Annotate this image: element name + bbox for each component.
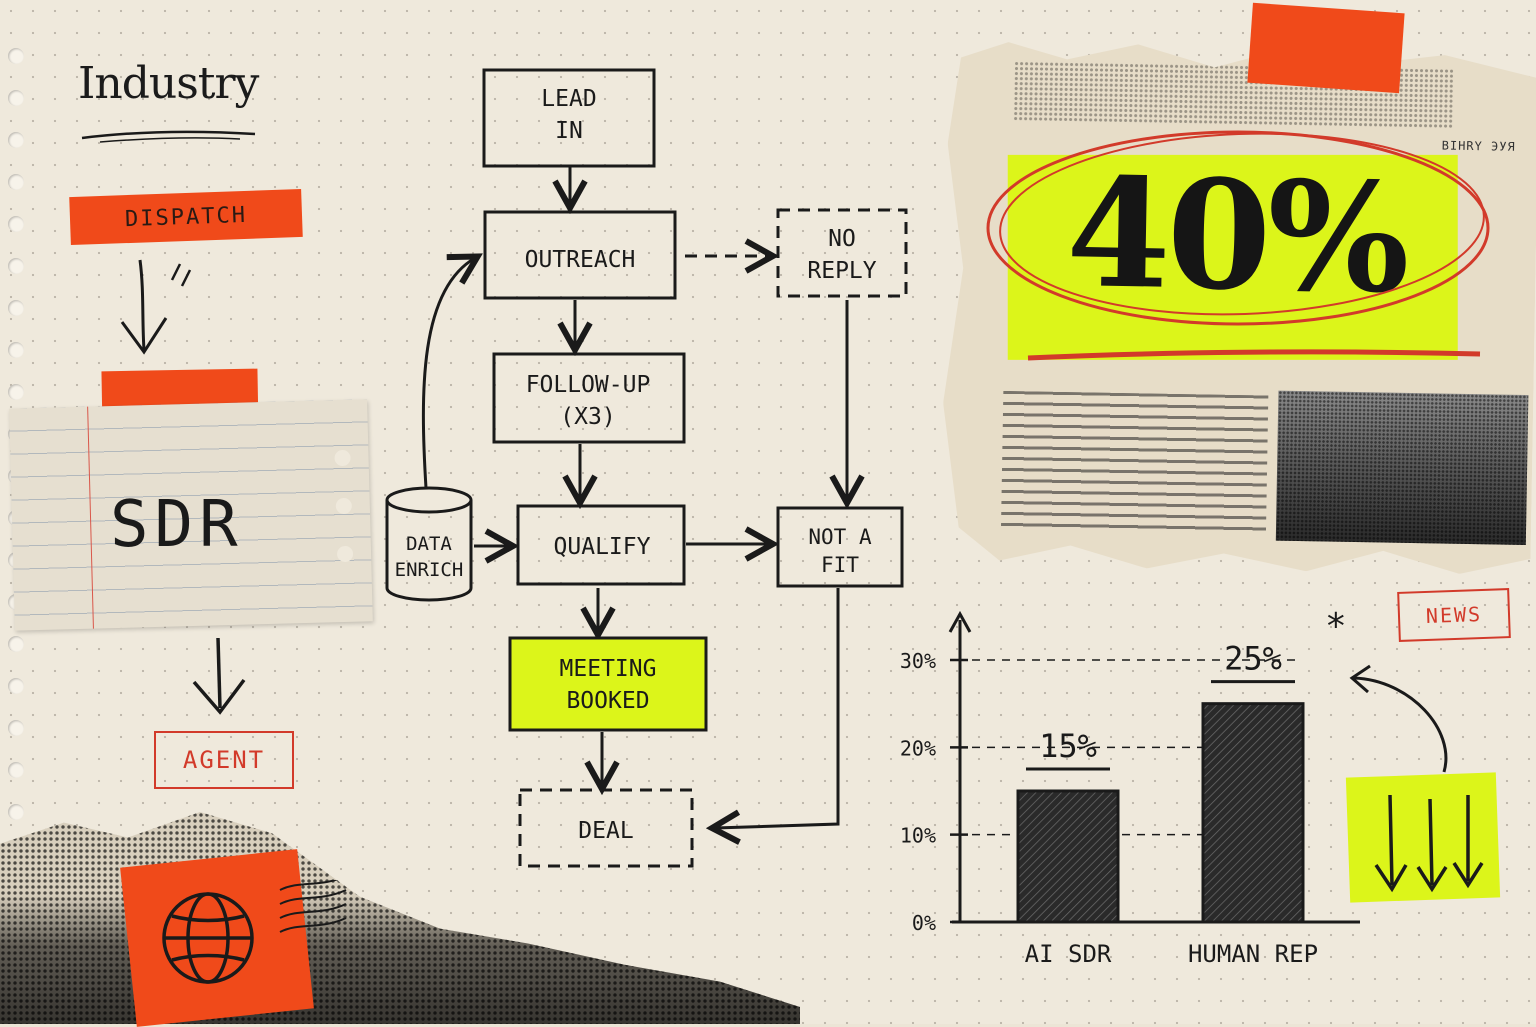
chart-y-tick-label: 20%: [900, 736, 936, 760]
chart-category-label: HUMAN REP: [1188, 940, 1318, 968]
flow-lead-in-line1: LEAD: [541, 86, 596, 112]
orange-tape: [1247, 2, 1405, 94]
chart-data-label: 25%: [1224, 640, 1282, 678]
flow-node-follow-up: [492, 352, 686, 444]
flow-no-reply-line2: REPLY: [807, 258, 876, 284]
flow-not-a-fit-line1: NOT A: [808, 525, 872, 549]
flow-no-reply-line1: NO: [828, 226, 856, 252]
flow-data-enrich-line1: DATA: [406, 533, 452, 555]
bar-chart: * 0% 10% 20% 30% 15% AI SDR 25% HUMAN REP: [900, 606, 1360, 968]
dispatch-tape-label: DISPATCH: [69, 188, 303, 246]
chart-y-tick-label: 0%: [912, 911, 936, 935]
flow-data-enrich-line2: ENRICH: [395, 559, 464, 581]
flow-not-a-fit-line2: FIT: [821, 553, 859, 577]
agent-stamp: AGENT: [154, 731, 294, 789]
article-text-lines: [1001, 391, 1268, 536]
flow-meeting-booked-line1: MEETING: [560, 656, 657, 682]
flow-follow-up-line1: FOLLOW-UP: [526, 372, 651, 398]
flow-node-data-enrich: [385, 486, 473, 602]
down-arrow-icon: [192, 637, 246, 715]
chart-category-label: AI SDR: [1025, 940, 1112, 968]
flow-meeting-booked-line2: BOOKED: [566, 688, 649, 714]
news-stamp: NEWS: [1397, 588, 1511, 642]
red-circle-annotation: [986, 130, 1490, 361]
chart-data-label: 15%: [1039, 727, 1097, 765]
industrial-photo: [1276, 391, 1529, 545]
flow-deal-label: DEAL: [578, 818, 633, 844]
sdr-label: SDR: [110, 488, 244, 562]
flow-qualify-label: QUALIFY: [554, 534, 651, 560]
chart-bar-human-rep: [1201, 702, 1305, 924]
flow-follow-up-line2: (X3): [560, 404, 615, 430]
brand-underline: [81, 130, 256, 143]
chart-y-tick-label: 30%: [900, 649, 936, 673]
flow-outreach-label: OUTREACH: [525, 247, 636, 273]
sales-flowchart: LEAD IN OUTREACH NO REPLY FOLLOW-UP (X3)…: [385, 68, 908, 868]
flow-node-meeting-booked: [508, 636, 708, 732]
globe-icon: [162, 880, 347, 984]
down-arrow-icon: [120, 259, 192, 355]
flow-node-deal: [518, 788, 694, 868]
chart-bar-ai-sdr: [1016, 789, 1120, 924]
brand-logo: Industry: [78, 58, 259, 109]
chart-annotation-asterisk: *: [1325, 606, 1347, 647]
chart-y-tick-label: 10%: [900, 824, 936, 848]
down-arrows-icon: [1374, 794, 1484, 893]
flow-node-outreach: [483, 210, 677, 300]
curved-arrow-icon: [1349, 664, 1448, 773]
flow-lead-in-line2: IN: [555, 118, 583, 144]
flow-node-qualify: [516, 504, 686, 586]
flow-node-no-reply: [776, 208, 908, 298]
